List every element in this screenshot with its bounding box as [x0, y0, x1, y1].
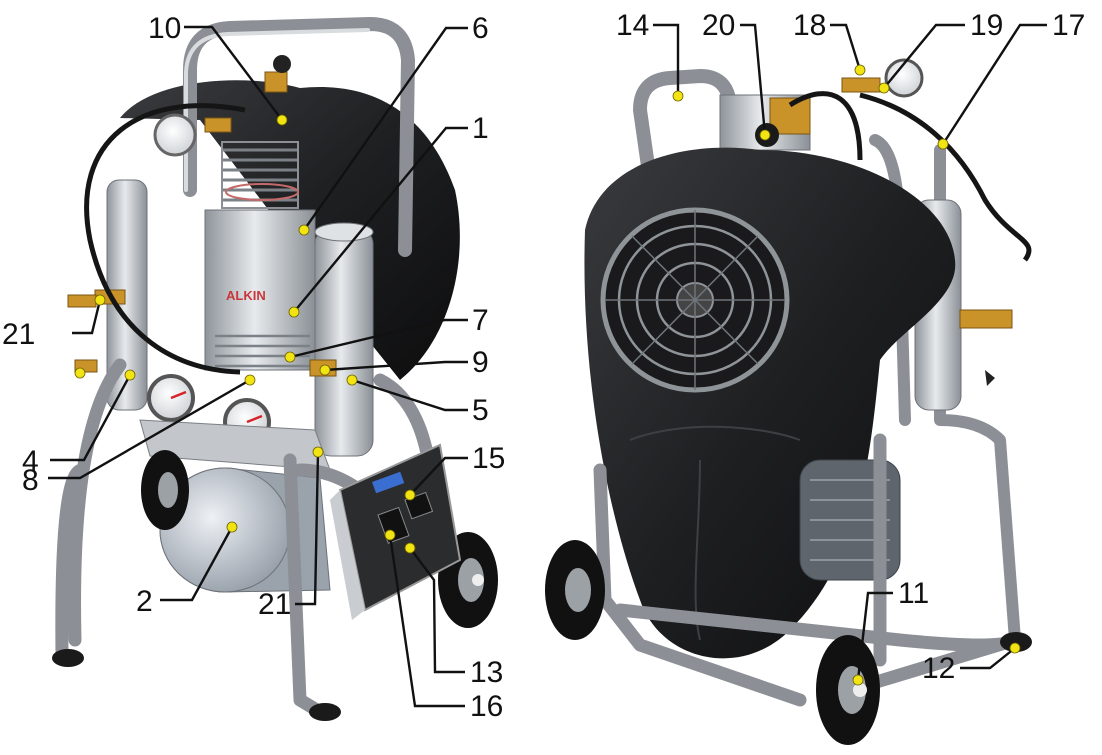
marker-21a-2: [74, 367, 86, 379]
label-21-left: 21: [2, 318, 35, 351]
label-6: 6: [472, 12, 489, 45]
marker-6: [298, 224, 310, 236]
label-18: 18: [793, 9, 826, 42]
compressor-block: [204, 209, 316, 371]
fan-grille: [600, 207, 790, 393]
marker-16: [384, 529, 396, 541]
marker-1: [288, 306, 300, 318]
hose-left: [84, 103, 246, 375]
marker-2: [226, 521, 238, 533]
foot-left: [52, 649, 84, 667]
leader-lines: [48, 23, 1047, 708]
callout-labels: 10 6 1 21 7 9 5 4 8 15 2 21 13 16 14 20 …: [2, 9, 1085, 723]
label-13: 13: [470, 656, 503, 689]
marker-15: [404, 489, 416, 501]
label-9: 9: [472, 346, 489, 379]
marker-5: [346, 374, 358, 386]
marker-19: [878, 82, 890, 94]
label-11: 11: [898, 577, 929, 610]
block-brand-text: ALKIN: [226, 288, 266, 303]
label-8: 8: [22, 464, 39, 497]
label-20: 20: [702, 9, 735, 42]
marker-12: [1009, 642, 1021, 654]
rear-foot: [1000, 632, 1032, 652]
marker-20: [759, 129, 771, 141]
left-compressor: ALKIN: [52, 17, 498, 721]
foot-center: [309, 703, 341, 721]
label-5: 5: [472, 394, 489, 427]
rear-left-wheel: [545, 540, 605, 640]
label-17: 17: [1052, 9, 1085, 42]
label-10: 10: [148, 12, 181, 45]
brass-fitting-top: [204, 117, 232, 133]
marker-4: [124, 369, 136, 381]
marker-11: [852, 674, 864, 686]
label-19: 19: [970, 9, 1003, 42]
right-compressor: [545, 58, 1032, 745]
front-gauge-left: [147, 374, 195, 422]
marker-13: [404, 542, 416, 554]
marker-14: [672, 90, 684, 102]
label-2: 2: [136, 585, 153, 618]
label-15: 15: [472, 442, 505, 475]
marker-dots: [74, 64, 1021, 686]
label-21-bottom: 21: [258, 588, 291, 621]
marker-8: [244, 374, 256, 386]
marker-21b: [312, 446, 324, 458]
label-14: 14: [616, 9, 649, 42]
rear-front-wheel: [816, 635, 880, 745]
marker-9: [319, 364, 331, 376]
marker-17: [937, 138, 949, 150]
right-filter: [314, 227, 374, 457]
marker-21a-1: [94, 294, 106, 306]
label-7: 7: [472, 304, 489, 337]
label-12: 12: [922, 652, 955, 685]
frame-legs: [55, 358, 397, 719]
marker-7: [284, 351, 296, 363]
rear-gauge: [884, 58, 924, 98]
marker-18: [854, 64, 866, 76]
label-16: 16: [470, 690, 503, 723]
left-rear-wheel: [141, 450, 189, 530]
hose-right: [859, 92, 1032, 262]
label-4: 4: [22, 445, 39, 478]
top-gauge: [153, 113, 197, 157]
label-1: 1: [472, 112, 489, 145]
marker-10: [276, 114, 288, 126]
